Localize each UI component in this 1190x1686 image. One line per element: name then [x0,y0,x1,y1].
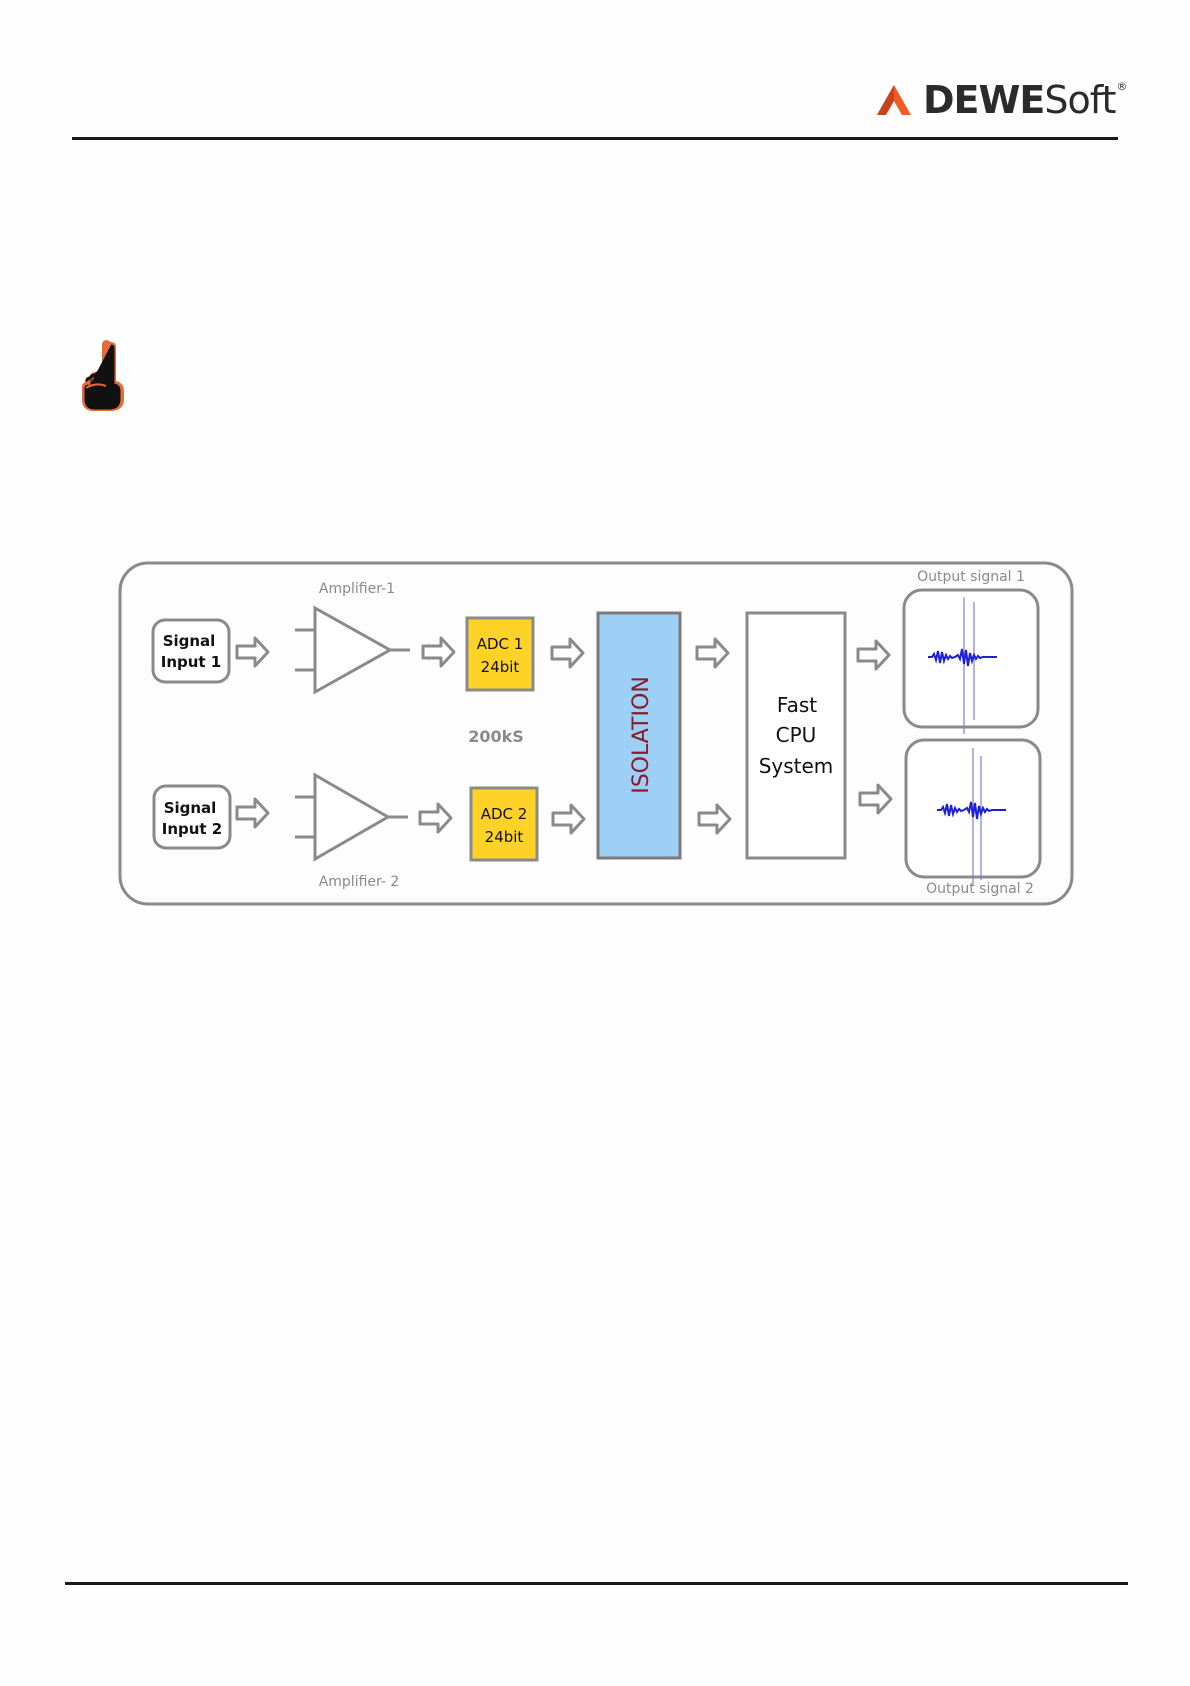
sample-rate-label: 200kS [468,727,524,746]
cpu-line2: CPU [776,723,817,747]
header-rule [72,137,1118,140]
signal-input-2: Signal Input 2 [154,786,230,848]
amplifier-2-label: Amplifier- 2 [319,874,400,890]
dewesoft-logo: DEWESoft® [875,78,1126,122]
signal-chain-diagram: Signal Input 1 Signal Input 2 Amplifier-… [117,560,1075,910]
input1-line2: Input 1 [161,653,222,671]
adc1-line1: ADC 1 [477,635,524,653]
input1-line1: Signal [163,632,216,650]
adc-2-block: ADC 2 24bit [471,788,537,860]
pointing-hand-icon [78,338,130,418]
logo-wordmark: DEWESoft® [923,81,1126,119]
output-signal-2: Output signal 2 [906,740,1040,897]
output-signal-1: Output signal 1 [904,569,1038,734]
input2-line1: Signal [164,799,217,817]
cpu-block: Fast CPU System [747,613,845,858]
isolation-label: ISOLATION [629,676,654,794]
logo-registered: ® [1116,80,1126,93]
logo-light: Soft [1044,78,1115,122]
adc2-line1: ADC 2 [481,805,528,823]
adc-1-block: ADC 1 24bit [467,618,533,690]
cpu-line1: Fast [777,693,817,717]
amplifier-1-label: Amplifier-1 [319,581,395,597]
output-1-label: Output signal 1 [917,569,1025,585]
adc2-line2: 24bit [485,828,524,846]
dewesoft-logo-mark-icon [875,83,913,117]
input2-line2: Input 2 [162,820,223,838]
logo-bold: DEWE [923,78,1044,122]
isolation-block: ISOLATION [598,613,680,858]
signal-input-1: Signal Input 1 [153,620,229,682]
footer-rule [65,1582,1128,1585]
adc1-line2: 24bit [481,658,520,676]
output-2-label: Output signal 2 [926,881,1034,897]
cpu-line3: System [759,754,834,778]
